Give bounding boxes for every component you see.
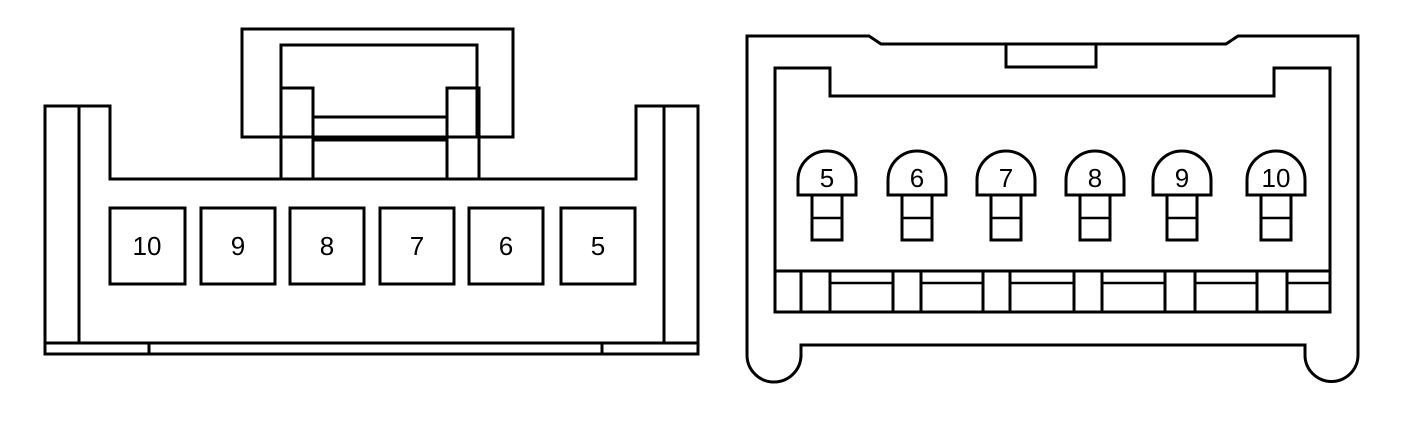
right-inner-outline xyxy=(773,66,1332,314)
cavity-label: 9 xyxy=(231,231,245,261)
terminal-label: 8 xyxy=(1088,163,1102,193)
left-connector: 10 9 8 7 6 5 xyxy=(43,27,700,356)
cavity-label: 6 xyxy=(499,231,513,261)
left-latch-post-right xyxy=(445,86,481,181)
left-cavity: 10 xyxy=(108,206,187,286)
left-cavity: 6 xyxy=(467,206,545,286)
terminal-label: 5 xyxy=(820,163,834,193)
terminal-label: 9 xyxy=(1175,163,1189,193)
left-cavity: 5 xyxy=(559,206,637,286)
left-latch-post-left xyxy=(279,86,315,181)
right-top-key xyxy=(1004,42,1098,69)
left-cavity: 7 xyxy=(378,206,456,286)
right-terminal: 8 xyxy=(1064,149,1126,242)
right-terminal: 10 xyxy=(1245,149,1307,242)
left-cavity: 8 xyxy=(288,206,366,286)
cavity-label: 10 xyxy=(133,231,162,261)
cavity-label: 7 xyxy=(410,231,424,261)
cavity-label: 5 xyxy=(591,231,605,261)
left-cavity: 9 xyxy=(199,206,277,286)
right-terminal: 9 xyxy=(1151,149,1213,242)
right-terminal: 6 xyxy=(886,149,948,242)
right-terminal: 5 xyxy=(796,149,858,242)
terminal-label: 6 xyxy=(910,163,924,193)
left-bottom-tab xyxy=(147,341,604,356)
cavity-label: 8 xyxy=(320,231,334,261)
terminal-label: 10 xyxy=(1262,163,1291,193)
left-body-outline xyxy=(43,104,700,356)
right-lock-band-segments xyxy=(799,271,1330,312)
left-latch-bar xyxy=(311,115,449,142)
right-terminal: 7 xyxy=(975,149,1037,242)
terminal-label: 7 xyxy=(999,163,1013,193)
right-connector: 5 6 7 8 9 10 xyxy=(745,34,1360,384)
right-body-outline xyxy=(745,34,1360,384)
